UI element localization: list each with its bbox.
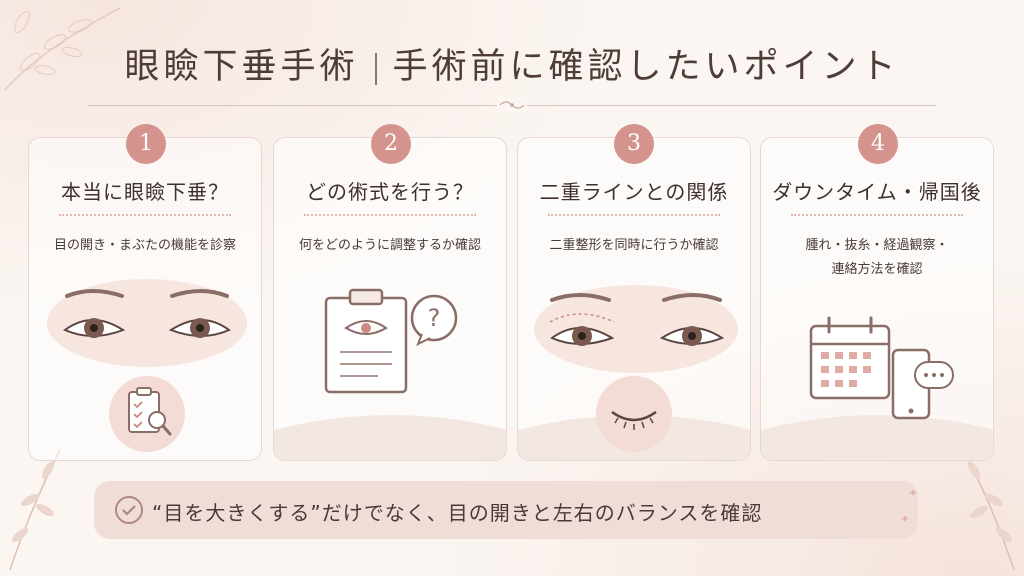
title-main: 眼瞼下垂手術 (124, 47, 359, 87)
svg-text:?: ? (428, 304, 441, 332)
step-number-1: 1 (126, 124, 166, 164)
card-3: 二重ラインとの関係 二重整形を同時に行うか確認 (517, 137, 751, 461)
card-description-line: 連絡方法を確認 (831, 262, 923, 277)
card-title: どの術式を行う？ (306, 180, 474, 204)
dotted-divider (304, 214, 476, 216)
sparkle-icon: ✦ (900, 512, 911, 526)
card-4: ダウンタイム・帰国後 腫れ・抜糸・経過観察・ 連絡方法を確認 (760, 137, 994, 461)
eyes-illustration (47, 279, 247, 367)
footer-message: “目を大きくする”だけでなく、目の開きと左右のバランスを確認 (152, 501, 763, 525)
wave-decoration (761, 415, 993, 460)
footer-banner: “目を大きくする”だけでなく、目の開きと左右のバランスを確認 (94, 481, 918, 539)
card-description: 何をどのように調整するか確認 (298, 238, 481, 253)
card-title: 二重ラインとの関係 (539, 180, 729, 204)
card-title: 本当に眼瞼下垂？ (61, 180, 229, 204)
closed-eye-icon (596, 376, 672, 452)
branch-decoration-top-left (4, 7, 121, 91)
clipboard-magnifier-icon (109, 376, 185, 452)
title-sub: 手術前に確認したいポイント (392, 47, 900, 87)
sparkle-icon: ✦ (908, 486, 919, 500)
card-title: ダウンタイム・帰国後 (772, 180, 982, 204)
double-eyelid-illustration (534, 285, 738, 373)
card-description: 目の開き・まぶたの機能を診察 (53, 238, 236, 253)
card-description: 二重整形を同時に行うか確認 (549, 238, 719, 253)
branch-decoration-bottom-right (963, 449, 1015, 571)
check-circle-icon (115, 496, 143, 524)
step-number-2: 2 (371, 124, 411, 164)
card-description: 腫れ・抜糸・経過観察・ 連絡方法を確認 (769, 234, 985, 282)
clipboard-question-icon: ? (324, 288, 458, 394)
card-2: どの術式を行う？ 何をどのように調整するか確認 ? (273, 137, 507, 461)
divider-ornament-icon (497, 97, 527, 113)
step-number-3: 3 (614, 124, 654, 164)
dotted-divider (548, 214, 720, 216)
title-separator (374, 52, 377, 85)
branch-decoration-bottom-left (9, 449, 61, 571)
card-1: 本当に眼瞼下垂？ 目の開き・まぶたの機能を診察 (28, 137, 262, 461)
calendar-phone-icon (809, 316, 954, 420)
step-number-4: 4 (858, 124, 898, 164)
page-title: 眼瞼下垂手術手術前に確認したいポイント (0, 38, 1024, 89)
card-description-line: 腫れ・抜糸・経過観察・ (805, 238, 949, 253)
wave-decoration (274, 415, 506, 460)
dotted-divider (791, 214, 963, 216)
dotted-divider (59, 214, 231, 216)
